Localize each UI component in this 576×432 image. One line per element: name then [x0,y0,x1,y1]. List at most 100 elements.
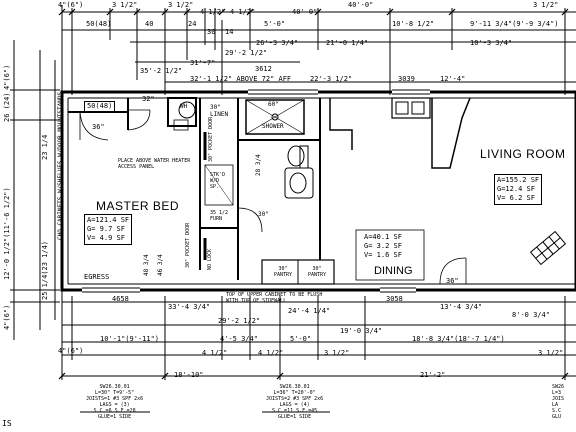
dim-top-4: 4 1/2" [200,8,226,16]
cabinet-note: TOP OF UPPER CABINET TO BE FLUSH WITH TO… [226,292,323,304]
sw-block-2-line: L=36" T=20'-0" [273,390,316,396]
dim-top-r5-3: 3612 [255,65,272,73]
dim-top-3: 3 1/2" [168,1,194,9]
dim-top-r3-2: 26'-3 3/4" [256,39,299,47]
sw-block-1-line: JOISTS=1 #3 SPF 2x6 [86,396,144,402]
dim-top-7: 40'-0" [348,1,374,9]
dim-bottom-r4-1: 4"(6") [58,347,84,355]
sw-block-3-title: SW26 [552,384,565,390]
dim-left-3: 12'-0 1/2"(11'-6 1/2") [3,187,11,280]
water-heater-note: PLACE ABOVE WATER HEATER ACCESS PANEL [118,158,191,170]
dim-bottom-r4-4: 3 1/2" [324,349,350,357]
dim-bottom-r5-1: 18'-10" [174,371,204,379]
sw-block-3-line: JOIS [552,396,565,402]
dim-left-2: 26 (24) [3,92,11,122]
dim-top-1: 4"(6") [58,1,84,9]
closet-dim-label: 36" [92,123,105,131]
door-dim-label: 32" [142,95,155,103]
pocket-door-1-label: 30" POCKET DOOR [208,116,214,162]
dining-stats: A=40.1 SF G= 3.2 SF V= 1.6 SF [362,232,404,261]
dim-top-r5-1: 32'-1 1/2" ABOVE 72" AFF [190,75,292,83]
living-stats: A=155.2 SF G=12.4 SF V= 6.2 SF [494,174,543,205]
master-vent: V= 4.9 SF [87,234,125,242]
pantry-2-label: 30" PANTRY [307,266,327,278]
sw-block-2-line: GLUE=1 SIDE [278,414,312,420]
dim-bottom-2: 33'-4 3/4" [168,303,211,311]
dim-top-r4-2: 31'-7" [190,59,216,67]
dim-bottom-r4-5: 3 1/2" [538,349,564,357]
dim-top-r3-1: 29'-2 1/2" [225,49,268,57]
dim-bottom-r2-2: 29'-2 1/2" [218,317,261,325]
dim-top-r3-3: 21'-0 1/4" [326,39,369,47]
water-heater-label: WH [180,103,188,110]
sw-block-2-line: S.C.=11 S.F.=45 [272,408,318,414]
wh-box-label: 50(48) [84,101,116,112]
sw-block-1: SW26.30.01 L=30" T=9'-5" JOISTS=1 #3 SPF… [86,384,143,420]
dim-top-r5-4: 3039 [398,75,415,83]
dim-top-r2-1: 50(48) [86,20,112,28]
living-area: A=155.2 SF [497,176,540,184]
bath-width-label: 28 3/4 [255,154,262,176]
dim-top-r5-2: 22'-3 1/2" [310,75,353,83]
sw-block-2-line: JOISTS=2 #3 SPF 2x6 [266,396,324,402]
dim-top-r2-3: 24 [188,20,197,28]
sw-block-3: SW26 L=3 JOIS LA S.C GLU [552,384,564,420]
sw-block-1-line: L=30" T=9'-5" [95,390,135,396]
dim-top-r2-4: 30 [207,28,216,36]
dim-top-r3-4: 10'-3 3/4" [470,39,513,47]
sw-block-3-line: L=3 [552,390,562,396]
dim-bottom-r5-2: 21'-2" [420,371,446,379]
dining-vent: V= 1.6 SF [364,251,402,259]
dim-top-r2-8: 9'-11 3/4"(9'-9 3/4") [470,20,559,28]
dim-bottom-4: 3058 [386,295,403,303]
dining-area: A=40.1 SF [364,233,402,241]
living-vent: V= 6.2 SF [497,194,535,202]
dim-bottom-r3-3: 5'-0" [290,335,312,343]
closet-note: CHO CABINETS W/SHELVES W/DOOR MOUNTSTAND… [57,91,64,240]
bath-door-label: 30" [258,211,269,218]
dim-bottom-5: 13'-4 3/4" [440,303,483,311]
sw-block-1-line: S.C.=6 S.F.=28 [93,408,136,414]
dim-top-r2-6: 5'-0" [264,20,286,28]
dim-top-r4-1: 35'-2 1/2" [140,67,183,75]
dim-bottom-1: 4658 [112,295,129,303]
room-living: LIVING ROOM [480,147,566,161]
dim-left-4: 23 1/4 [41,134,49,160]
egress-label: EGRESS [84,273,110,281]
dim-top-6: 40'-0" [292,8,318,16]
living-glass: G=12.4 SF [497,185,535,193]
sw-block-2-line: LAGS = (4) [279,402,310,408]
pantry-1-label: 30" PANTRY [273,266,293,278]
sw-block-3-line: LA [552,402,559,408]
dim-left-7: 4"(6") [3,304,11,330]
dim-48: 48 3/4 [143,254,150,276]
dim-top-8: 3 1/2" [533,1,559,9]
dim-bottom-r2-1: 24'-4 1/4" [288,307,331,315]
sw-block-1-line: LAGS = (3) [99,402,130,408]
dim-top-5: 4 1/2" [230,8,256,16]
dim-top-r5-5: 12'-4" [440,75,466,83]
master-glass: G= 9.7 SF [87,225,125,233]
dim-46: 46 3/4 [157,254,164,276]
furnace-label: 35 1/2 FURN [210,210,229,222]
dim-bottom-r3-1: 10'-1"(9'-11") [100,335,160,343]
dining-door-label: 36" [446,277,459,285]
room-dining: DINING [374,265,413,277]
pocket-door-2-label: 30" POCKET DOOR [185,222,191,268]
sw-block-2-title: SW26.30.01 [279,384,310,390]
sw-block-3-line: S.C [552,408,562,414]
dim-top-r2-5: 14 [225,28,234,36]
shower-width-label: 60" [268,101,279,108]
stacked-wd-label: STK'D W/D SP. [210,172,226,190]
master-stats: A=121.4 SF G= 9.7 SF V= 4.9 SF [84,214,133,245]
dim-bottom-r4-2: 4 1/2" [202,349,228,357]
sw-block-1-title: SW26.30.01 [99,384,130,390]
corner-mark: IS [2,419,12,428]
master-area: A=121.4 SF [87,216,130,224]
sw-block-3-line: GLU [552,414,562,420]
dim-bottom-r3-4: 19'-0 3/4" [340,327,383,335]
room-master-bed: MASTER BED [96,199,180,213]
dim-bottom-r4-3: 4 1/2" [258,349,284,357]
